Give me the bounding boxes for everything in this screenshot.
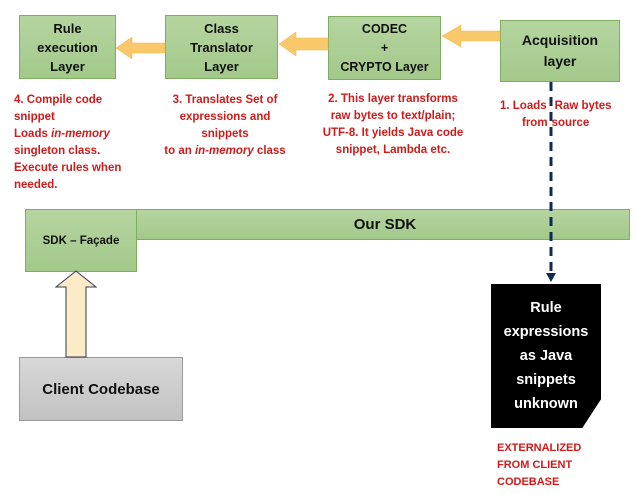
step4-line-3-emphasis: in-memory [51, 128, 110, 140]
step4-line-5: Execute rules when [14, 162, 122, 174]
acquisition-label-2: layer [543, 53, 577, 69]
step3-line-3: to an in-memory class [155, 143, 295, 160]
plus-label: + [380, 40, 389, 55]
external-line-1: Rule [530, 300, 562, 316]
step1-line-1a: 1. Loads [500, 100, 547, 112]
step3-line-1: 3. Translates Set of [172, 94, 278, 106]
externalized-caption: EXTERNALIZED FROM CLIENT CODEBASE [497, 440, 581, 491]
externalized-line-2: FROM CLIENT [497, 459, 573, 471]
step4-line-4: singleton class. [14, 145, 101, 157]
arrow-left-icon [278, 31, 329, 57]
step3-line-3-post: class [253, 145, 286, 157]
step4-note: 4. Compile code snippet Loads in-memory … [14, 92, 121, 194]
step3-line-3-emphasis: in-memory [194, 145, 254, 157]
step3-line-2: expressions and snippets [179, 111, 271, 140]
crypto-label: CRYPTO Layer [340, 59, 429, 74]
sdk-facade-label: SDK – Façade [42, 234, 120, 247]
external-line-3: as Java [519, 348, 573, 364]
step3-line-3-pre: to an [164, 145, 195, 157]
step2-line-1: 2. This layer transforms [328, 93, 458, 105]
client-codebase-label: Client Codebase [42, 380, 160, 398]
arrow-left-icon [441, 24, 501, 48]
step2-line-2: raw bytes to text/plain; [330, 110, 456, 122]
external-line-5: unknown [514, 396, 578, 412]
step4-line-2: snippet [14, 111, 55, 123]
step1-line-2a: from [522, 117, 548, 129]
step3-note: 3. Translates Set of expressions and sni… [155, 92, 295, 160]
rule-execution-label-3: Layer [50, 58, 85, 74]
rule-execution-label-2: execution [37, 39, 98, 55]
class-translator-label-1: Class [204, 20, 239, 36]
our-sdk-label: Our SDK [353, 216, 417, 233]
step4-line-3: Loads in-memory [14, 126, 121, 143]
class-translator-label-3: Layer [204, 58, 239, 74]
arrow-down-icon [546, 273, 556, 282]
external-line-4: snippets [516, 372, 576, 388]
step4-line-1: 4. Compile code [14, 94, 103, 106]
codec-crypto-layer: CODEC + CRYPTO Layer [328, 16, 441, 80]
acquisition-label-1: Acquisition [521, 32, 599, 48]
codec-label: CODEC [361, 21, 408, 36]
step2-line-4: snippet, Lambda etc. [335, 144, 451, 156]
external-rules-card: Rule expressions as Java snippets unknow… [491, 284, 601, 428]
externalized-line-1: EXTERNALIZED [497, 442, 582, 454]
external-line-2: expressions [503, 324, 589, 340]
step1-line-1: 1. Loads Raw bytes [500, 98, 620, 115]
externalized-line-3: CODEBASE [497, 476, 560, 488]
step1-line-1b: Raw bytes [554, 100, 612, 112]
arrow-left-icon [115, 36, 166, 60]
rule-execution-layer: Rule execution Layer [19, 15, 116, 79]
step1-line-2b: source [551, 117, 590, 129]
step2-line-3: UTF-8. It yields Java code [322, 127, 464, 139]
client-codebase: Client Codebase [19, 357, 183, 421]
sdk-facade: SDK – Façade [25, 209, 137, 272]
step2-note: 2. This layer transforms raw bytes to te… [318, 91, 468, 159]
our-sdk-banner: Our SDK [110, 209, 630, 240]
class-translator-layer: Class Translator Layer [165, 15, 278, 79]
step4-line-3-text: Loads [14, 128, 52, 140]
step4-line-6: needed. [14, 179, 58, 191]
rule-execution-label-1: Rule [53, 20, 82, 36]
acquisition-layer: Acquisition layer [500, 20, 620, 82]
arrow-up-icon [54, 270, 98, 358]
class-translator-label-2: Translator [190, 39, 253, 55]
